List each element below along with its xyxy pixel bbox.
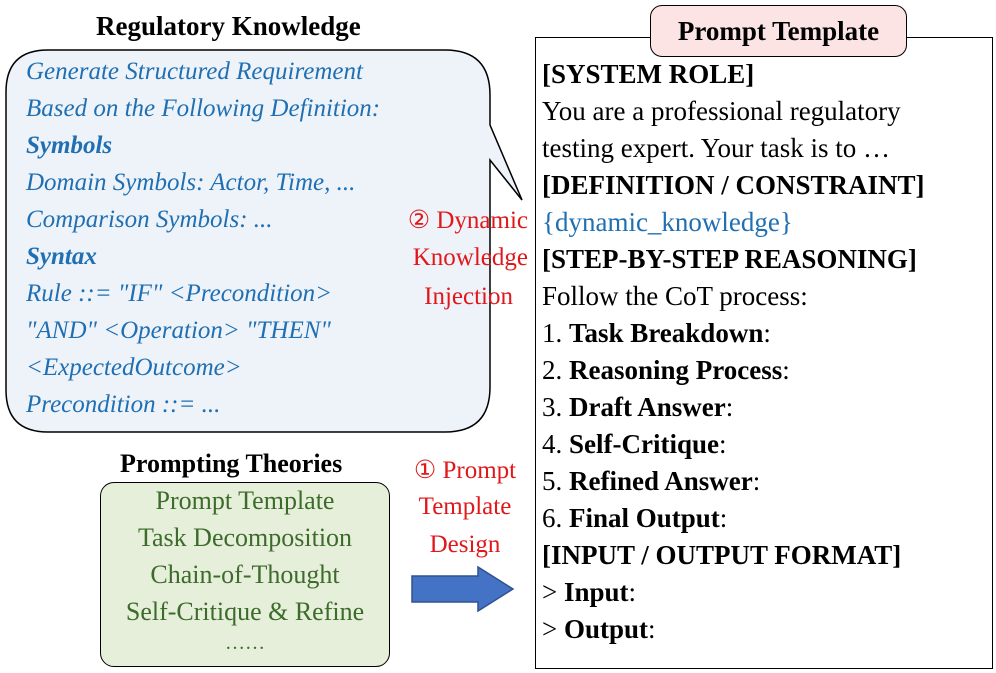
- regulatory-knowledge-title: Regulatory Knowledge: [96, 11, 361, 41]
- definition-heading: [DEFINITION / CONSTRAINT]: [542, 170, 925, 200]
- regulatory-line: <ExpectedOutcome>: [26, 354, 242, 381]
- regulatory-line: Comparison Symbols: ...: [26, 206, 273, 233]
- system-role-heading: [SYSTEM ROLE]: [542, 59, 755, 89]
- regulatory-line: Rule ::= "IF" <Precondition>: [26, 280, 333, 307]
- role-text: testing expert. Your task is to …: [542, 133, 890, 163]
- theory-item-ellipsis: ……: [225, 632, 265, 654]
- theories-box: Prompt Template Task Decomposition Chain…: [100, 482, 390, 667]
- regulatory-line: "AND" <Operation> "THEN": [26, 317, 331, 344]
- dynamic-annotation-line: Knowledge: [412, 244, 528, 271]
- design-annotation-line: ① Prompt: [413, 457, 517, 484]
- io-format-heading: [INPUT / OUTPUT FORMAT]: [542, 540, 902, 570]
- symbols-heading: Symbols: [26, 132, 113, 159]
- design-annotation-line: Template: [418, 493, 512, 520]
- reasoning-heading: [STEP-BY-STEP REASONING]: [542, 244, 917, 274]
- theory-item: Self-Critique & Refine: [125, 597, 365, 626]
- dynamic-annotation-line: Injection: [424, 283, 513, 310]
- arrow-right-icon: [411, 565, 515, 613]
- regulatory-line: Based on the Following Definition:: [26, 95, 381, 122]
- knowledge-bubble: [5, 49, 523, 433]
- prompting-theories-title: Prompting Theories: [120, 449, 343, 478]
- role-text: You are a professional regulatory: [542, 96, 901, 126]
- design-annotation-line: Design: [429, 531, 501, 558]
- step-item: 3. Draft Answer:: [542, 392, 734, 422]
- syntax-heading: Syntax: [26, 243, 97, 270]
- regulatory-line: Precondition ::= ...: [26, 391, 221, 418]
- regulatory-line: Generate Structured Requirement: [26, 58, 363, 85]
- dynamic-annotation-line: ② Dynamic: [407, 207, 528, 234]
- step-item: 1. Task Breakdown:: [542, 318, 771, 348]
- theory-item: Prompt Template: [155, 486, 335, 515]
- input-item: > Input:: [542, 577, 637, 607]
- regulatory-line: Domain Symbols: Actor, Time, ...: [26, 169, 356, 196]
- prompt-template-box: [535, 37, 993, 669]
- step-item: 2. Reasoning Process:: [542, 355, 790, 385]
- theory-item: Task Decomposition: [137, 523, 353, 552]
- prompt-template-title: Prompt Template: [677, 16, 880, 46]
- step-item: 4. Self-Critique:: [542, 429, 727, 459]
- follow-text: Follow the CoT process:: [542, 281, 808, 311]
- step-item: 5. Refined Answer:: [542, 466, 761, 496]
- output-item: > Output:: [542, 614, 656, 644]
- prompt-template-title-tab: Prompt Template: [650, 5, 907, 57]
- theory-item: Chain-of-Thought: [150, 560, 340, 589]
- dynamic-knowledge-placeholder: {dynamic_knowledge}: [542, 207, 793, 237]
- step-item: 6. Final Output:: [542, 503, 728, 533]
